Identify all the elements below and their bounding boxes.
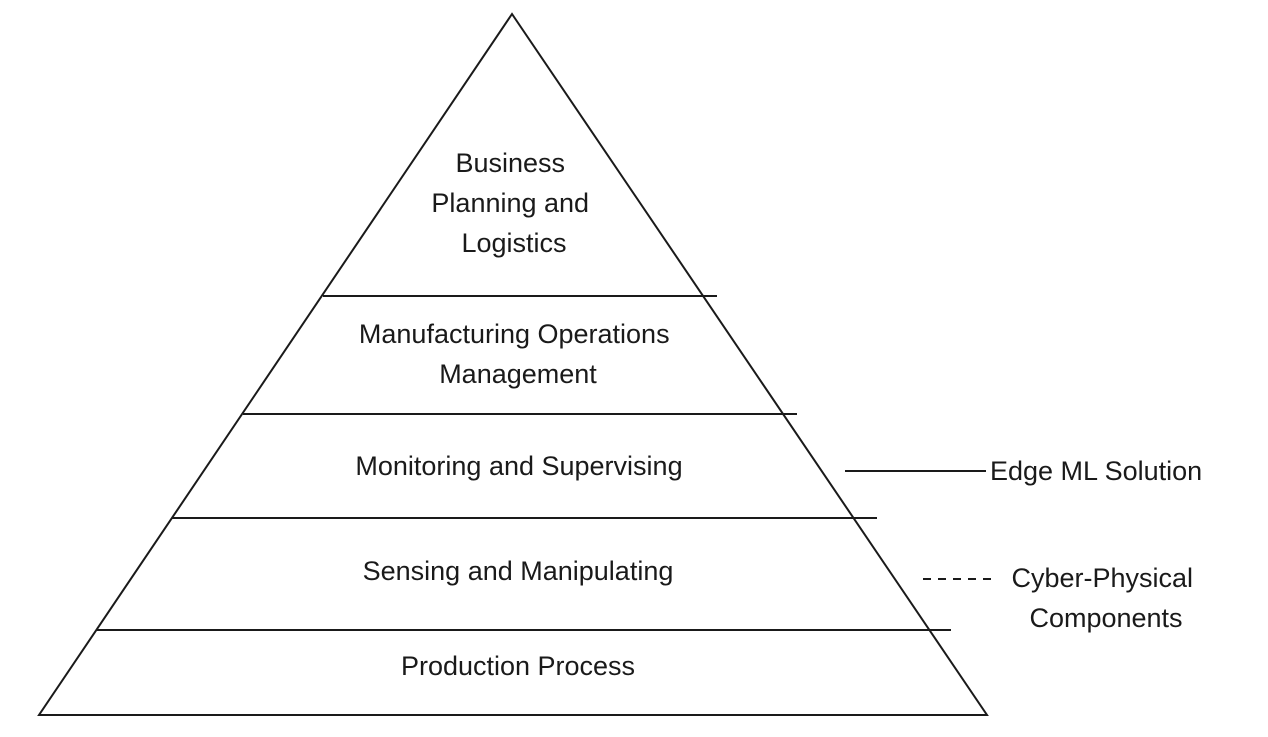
cyber-physical-label-line: Cyber-Physical [1011, 563, 1193, 593]
layer-sensing-manipulating: Sensing and Manipulating [363, 556, 674, 586]
svg-text:Business Planning and: Business Planning and Logistics [431, 148, 596, 258]
layer-label-line: Planning and [431, 188, 589, 218]
layer-manufacturing-operations: Manufacturing Operations Management [359, 319, 677, 389]
callout-cyber-physical: Cyber-Physical Components [923, 563, 1200, 633]
layer-monitoring-supervising: Monitoring and Supervising [355, 451, 682, 481]
layer-label-line: Business [455, 148, 565, 178]
edge-ml-label: Edge ML Solution [990, 456, 1202, 486]
svg-text:Production Process: Production Process [401, 651, 635, 681]
layer-label-line: Logistics [461, 228, 566, 258]
layer-label-line: Manufacturing Operations [359, 319, 670, 349]
layer-label-line: Management [439, 359, 597, 389]
layer-label-line: Monitoring and Supervising [355, 451, 682, 481]
callout-edge-ml: Edge ML Solution [845, 456, 1202, 486]
layer-label-line: Sensing and Manipulating [363, 556, 674, 586]
layer-production-process: Production Process [401, 651, 635, 681]
svg-text:Cyber-Physical Component: Cyber-Physical Components [1011, 563, 1200, 633]
pyramid-outline [37, 12, 989, 716]
svg-text:Manufacturing Operations: Manufacturing Operations Management [359, 319, 677, 389]
layer-label-line: Production Process [401, 651, 635, 681]
svg-text:Monitoring and Supervising: Monitoring and Supervising [355, 451, 682, 481]
layer-business-planning: Business Planning and Logistics [431, 148, 596, 258]
cyber-physical-label-line: Components [1029, 603, 1182, 633]
svg-text:Sensing and Manipulating: Sensing and Manipulating [363, 556, 674, 586]
